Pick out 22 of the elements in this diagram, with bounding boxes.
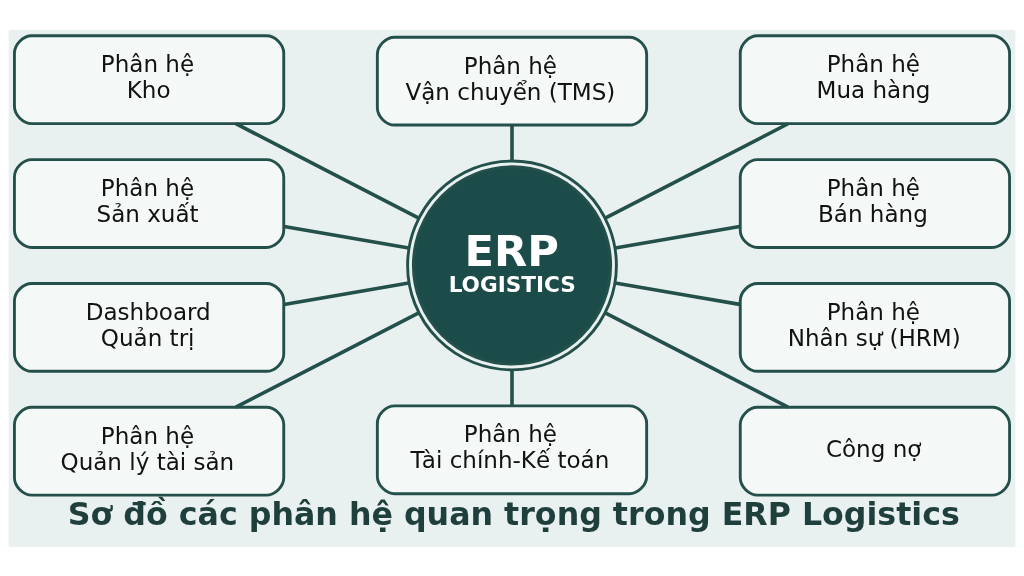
connector bbox=[235, 310, 420, 409]
node-box: Phân hệ Mua hàng bbox=[738, 33, 1011, 125]
connector bbox=[614, 280, 740, 306]
node-box: Phân hệ Sản xuất bbox=[13, 157, 286, 249]
node-box: Dashboard Quản trị bbox=[13, 281, 286, 373]
connector bbox=[604, 310, 789, 409]
node-box: Phân hệ Quản lý tài sản bbox=[13, 405, 286, 497]
connector bbox=[235, 121, 420, 219]
node-box: Công nợ bbox=[738, 405, 1011, 497]
node-box: Phân hệ Nhân sự (HRM) bbox=[738, 281, 1011, 373]
connector bbox=[510, 124, 514, 161]
connector bbox=[283, 280, 410, 306]
connector bbox=[604, 121, 789, 220]
node-box: Phân hệ Tài chính-Kế toán bbox=[375, 403, 649, 495]
node-box: Phân hệ Bán hàng bbox=[738, 157, 1011, 249]
node-box: Phân hệ Kho bbox=[13, 33, 286, 125]
caption: Sơ đồ các phân hệ quan trọng trong ERP Logistics bbox=[67, 495, 960, 532]
connector bbox=[283, 224, 410, 250]
node-box: Phân hệ Vận chuyển (TMS) bbox=[375, 35, 649, 126]
connector bbox=[614, 224, 740, 250]
connector bbox=[510, 369, 514, 405]
node-circle: ERP LOGISTICS bbox=[406, 159, 618, 371]
